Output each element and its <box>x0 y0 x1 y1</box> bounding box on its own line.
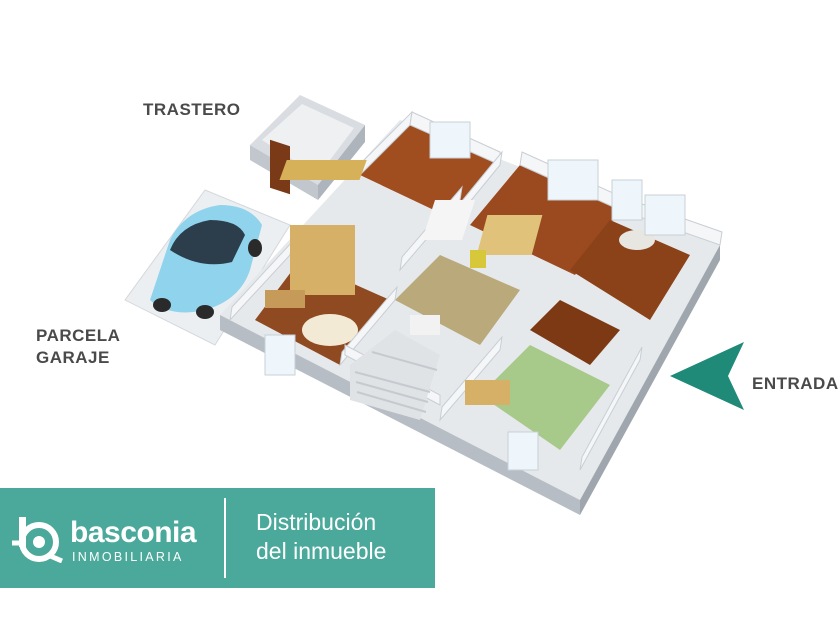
brand-subtitle: INMOBILIARIA <box>72 550 184 564</box>
banner-divider <box>224 498 226 578</box>
parking-label-line1: PARCELA <box>36 326 121 345</box>
windows <box>264 121 686 471</box>
banner-title-line2: del inmueble <box>256 538 387 564</box>
staircase <box>350 330 440 420</box>
basconia-b-logo <box>12 517 63 563</box>
brand-name: basconia <box>70 516 197 549</box>
room-floors <box>255 125 690 450</box>
furniture <box>265 160 543 405</box>
brand-banner: basconia INMOBILIARIA Distribución del i… <box>0 488 435 588</box>
car <box>150 205 262 319</box>
parking-label-line2: GARAJE <box>36 348 110 367</box>
banner-title-line1: Distribución <box>256 509 377 535</box>
banner-title: Distribución del inmueble <box>256 508 386 566</box>
arrow-left-icon <box>670 342 744 410</box>
storage-label: TRASTERO <box>143 100 241 119</box>
parking-label: PARCELA GARAJE <box>36 325 120 369</box>
entrance-label: ENTRADA <box>752 374 839 393</box>
